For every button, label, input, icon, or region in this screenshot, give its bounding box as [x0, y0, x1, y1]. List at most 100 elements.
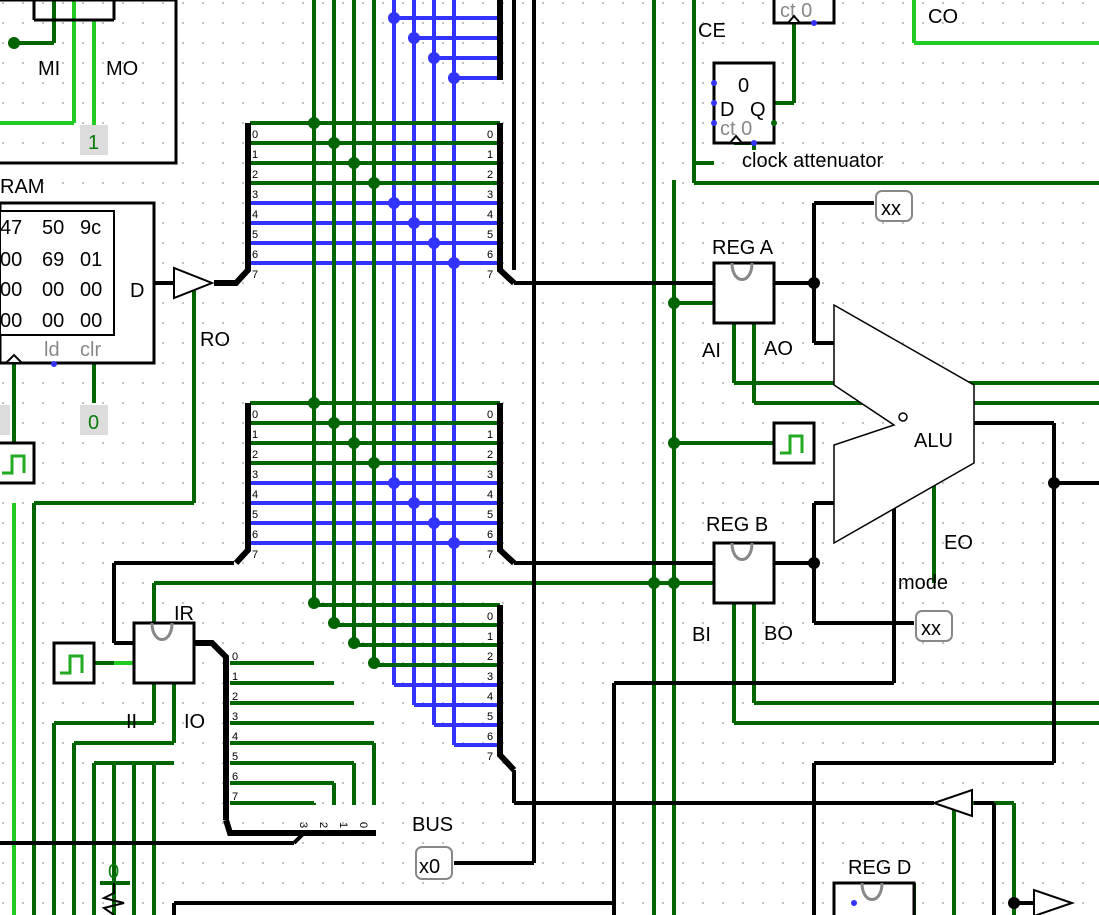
- dff-q-label: Q: [750, 99, 766, 121]
- ram-cell: 50: [42, 217, 64, 239]
- alu-mode-probe-value: xx: [921, 618, 941, 640]
- splitter-bit-label: 3: [252, 189, 258, 201]
- mode-label: mode: [898, 572, 948, 594]
- splitter-bit-label: 3: [487, 671, 493, 683]
- ground-pin-value: 0: [108, 861, 119, 883]
- splitter-bit-label: 6: [487, 249, 493, 261]
- co-label: CO: [928, 6, 958, 28]
- splitter-bit-label: 5: [252, 229, 258, 241]
- ram-cell: 69: [42, 249, 64, 271]
- ir-low-bit-label: 1: [337, 822, 349, 828]
- reg-a[interactable]: REG A AI AO: [702, 237, 793, 362]
- splitter-bit-label: 5: [487, 711, 493, 723]
- reg-b[interactable]: REG B BI BO: [692, 514, 793, 646]
- bus-probe-value: x0: [419, 856, 440, 878]
- eo-label: EO: [944, 532, 973, 554]
- clr-pin-value: 0: [88, 412, 99, 434]
- splitter-bit-label: 4: [487, 691, 493, 703]
- splitter-bit-label: 7: [252, 269, 258, 281]
- ir-splitter-bit-label: 4: [232, 731, 238, 743]
- ground-symbol[interactable]: 0: [100, 861, 130, 915]
- ii-label: II: [126, 711, 137, 733]
- ram-cell: 00: [0, 310, 22, 332]
- ir-splitter-bit-label: 6: [232, 771, 238, 783]
- splitter-bit-label: 7: [487, 549, 493, 561]
- ir-low-bit-label: 3: [297, 822, 309, 828]
- splitter-bit-label: 6: [252, 249, 258, 261]
- alu[interactable]: ALU EO mode: [833, 303, 975, 594]
- ir-splitter-bit-label: 0: [232, 651, 238, 663]
- ir-low-bit-label: 2: [317, 822, 329, 828]
- ir-splitter-bit-label: 5: [232, 751, 238, 763]
- dff-d-label: D: [720, 99, 734, 121]
- clock-reg-a[interactable]: [772, 421, 816, 465]
- splitter-bit-label: 1: [487, 149, 493, 161]
- reg-d[interactable]: REG D: [832, 857, 916, 915]
- ram-label: RAM: [0, 176, 44, 198]
- ai-label: AI: [702, 340, 721, 362]
- ir-register[interactable]: IR II IO: [126, 603, 205, 733]
- clock-ir[interactable]: [52, 641, 96, 685]
- bo-label: BO: [764, 623, 793, 645]
- mi-label: MI: [38, 58, 60, 80]
- bi-label: BI: [692, 624, 711, 646]
- mo-pin[interactable]: 1: [80, 125, 108, 155]
- splitter-bit-label: 0: [487, 409, 493, 421]
- bus-probe[interactable]: x0 BUS: [412, 814, 453, 880]
- clock-ram[interactable]: [0, 441, 36, 485]
- splitter-bit-label: 4: [487, 209, 493, 221]
- reg-d-buffer[interactable]: [930, 788, 973, 818]
- splitter-bit-label: 1: [252, 149, 258, 161]
- splitter-bit-label: 3: [487, 469, 493, 481]
- splitter-bit-label: 3: [487, 189, 493, 201]
- clock-attenuator[interactable]: 0 D Q ct 0 CE clock attenuator: [698, 20, 884, 172]
- ram-cell: 00: [80, 279, 102, 301]
- reg-b-label: REG B: [706, 514, 768, 536]
- junction-dots: [8, 12, 1060, 909]
- left-pin[interactable]: [0, 405, 10, 435]
- ram-cell: 47: [0, 217, 22, 239]
- mo-pin-value: 1: [88, 132, 99, 154]
- output-buffer[interactable]: [1033, 888, 1076, 915]
- reg-a-probe[interactable]: xx: [875, 190, 913, 222]
- ir-label: IR: [174, 603, 194, 625]
- dff-ct-label: ct 0: [720, 118, 752, 140]
- ir-splitter-bit-label: 1: [232, 671, 238, 683]
- splitter-bit-label: 6: [252, 529, 258, 541]
- dff-value: 0: [738, 75, 749, 97]
- splitter-bit-label: 0: [487, 129, 493, 141]
- ram-cell: 01: [80, 249, 102, 271]
- ram-component[interactable]: MI MO RAM D ld clr 47 50 9c 00 69 01 00 …: [0, 0, 178, 367]
- alu-mode-probe[interactable]: xx: [915, 610, 953, 642]
- splitter-bit-label: 0: [252, 129, 258, 141]
- reg-d-label: REG D: [848, 857, 911, 879]
- splitters: [194, 0, 517, 836]
- splitter-bit-label: 0: [252, 409, 258, 421]
- ir-low-bit-label: 0: [357, 822, 369, 828]
- splitter-bit-label: 6: [487, 731, 493, 743]
- alu-label: ALU: [914, 430, 953, 452]
- ir-splitter-bit-label: 2: [232, 691, 238, 703]
- splitter-bit-label: 2: [252, 449, 258, 461]
- top-counter-ct: ct 0: [780, 0, 812, 22]
- ram-cell: 00: [0, 249, 22, 271]
- mo-label: MO: [106, 58, 138, 80]
- splitter-bit-label: 5: [252, 509, 258, 521]
- splitter-bit-label: 2: [252, 169, 258, 181]
- ram-cell: 00: [80, 310, 102, 332]
- clr-pin[interactable]: 0: [80, 405, 108, 435]
- splitter-bit-label: 1: [487, 429, 493, 441]
- splitter-bit-label: 5: [487, 509, 493, 521]
- splitter-bit-label: 7: [487, 751, 493, 763]
- ram-ld-label: ld: [44, 339, 60, 361]
- splitter-bit-label: 6: [487, 529, 493, 541]
- top-counter[interactable]: ct 0: [772, 0, 836, 26]
- ram-cell: 00: [42, 310, 64, 332]
- reg-a-label: REG A: [712, 237, 774, 259]
- ro-buffer[interactable]: RO: [154, 266, 230, 351]
- splitter-bit-label: 7: [487, 269, 493, 281]
